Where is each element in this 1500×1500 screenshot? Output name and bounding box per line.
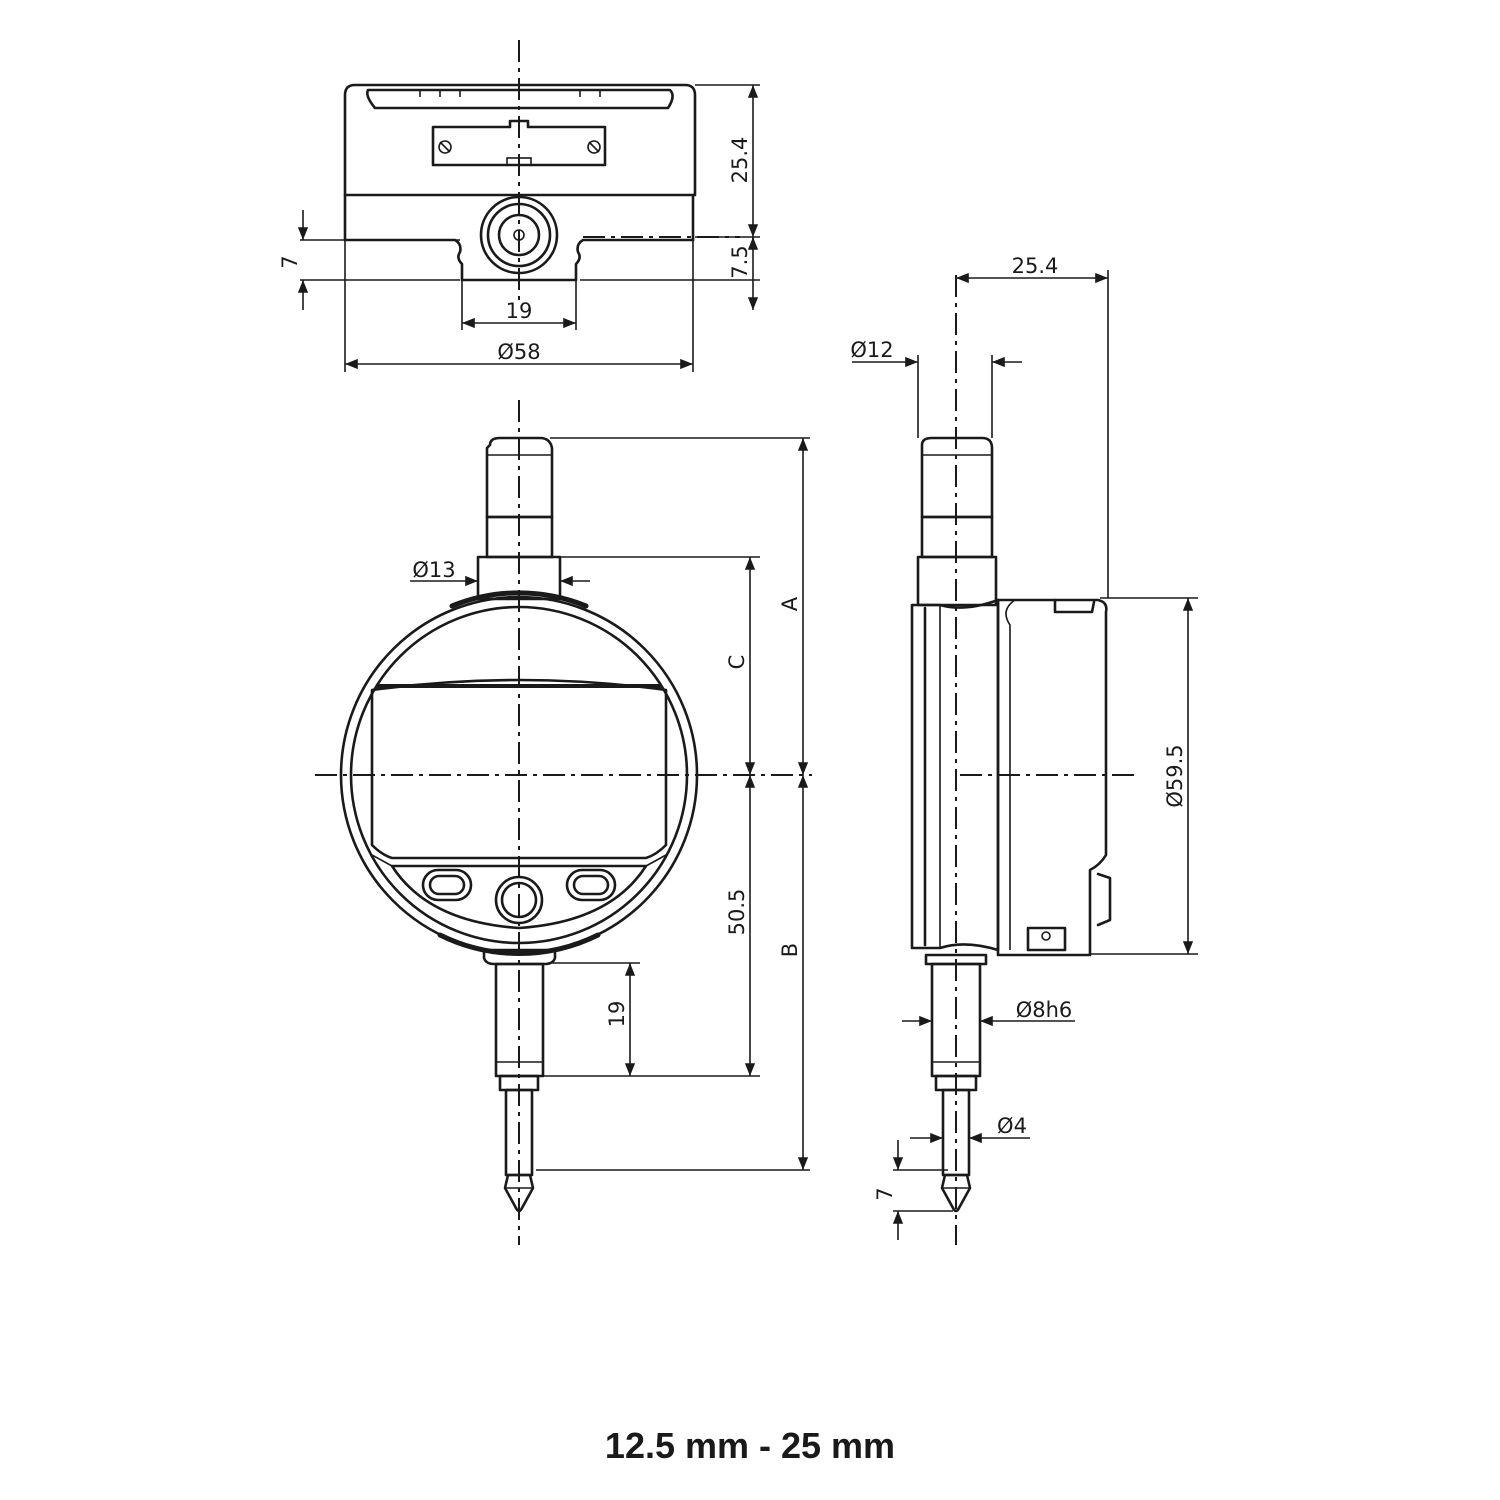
dim-side-tip: Ø4 xyxy=(997,1114,1027,1138)
front-view xyxy=(315,400,812,1245)
dim-front-c: C xyxy=(725,655,749,670)
dim-top-offset: 7.5 xyxy=(728,245,752,278)
side-view-dimensions xyxy=(852,270,1198,1240)
top-view-dimensions xyxy=(297,84,760,372)
dim-front-stem: Ø13 xyxy=(412,558,455,582)
dim-front-505: 50.5 xyxy=(725,889,749,936)
dim-side-tip-length: 7 xyxy=(873,1187,897,1200)
dim-side-depth: 25.4 xyxy=(1012,254,1059,278)
dim-side-stem: Ø12 xyxy=(850,338,893,362)
range-caption: 12.5 mm - 25 mm xyxy=(604,1425,896,1466)
dim-side-body: Ø59.5 xyxy=(1163,744,1187,807)
dim-top-left: 7 xyxy=(278,255,302,268)
front-view-dimensions xyxy=(410,437,810,1171)
dim-front-a: A xyxy=(778,596,802,611)
dim-top-slot: 19 xyxy=(506,299,533,323)
dim-front-b: B xyxy=(778,943,802,957)
dim-side-spindle: Ø8h6 xyxy=(1016,998,1073,1022)
dim-top-height: 25.4 xyxy=(728,137,752,184)
side-view xyxy=(910,275,1140,1245)
top-view xyxy=(343,40,740,300)
dim-top-diameter: Ø58 xyxy=(497,340,540,364)
dim-front-19: 19 xyxy=(605,1001,629,1028)
